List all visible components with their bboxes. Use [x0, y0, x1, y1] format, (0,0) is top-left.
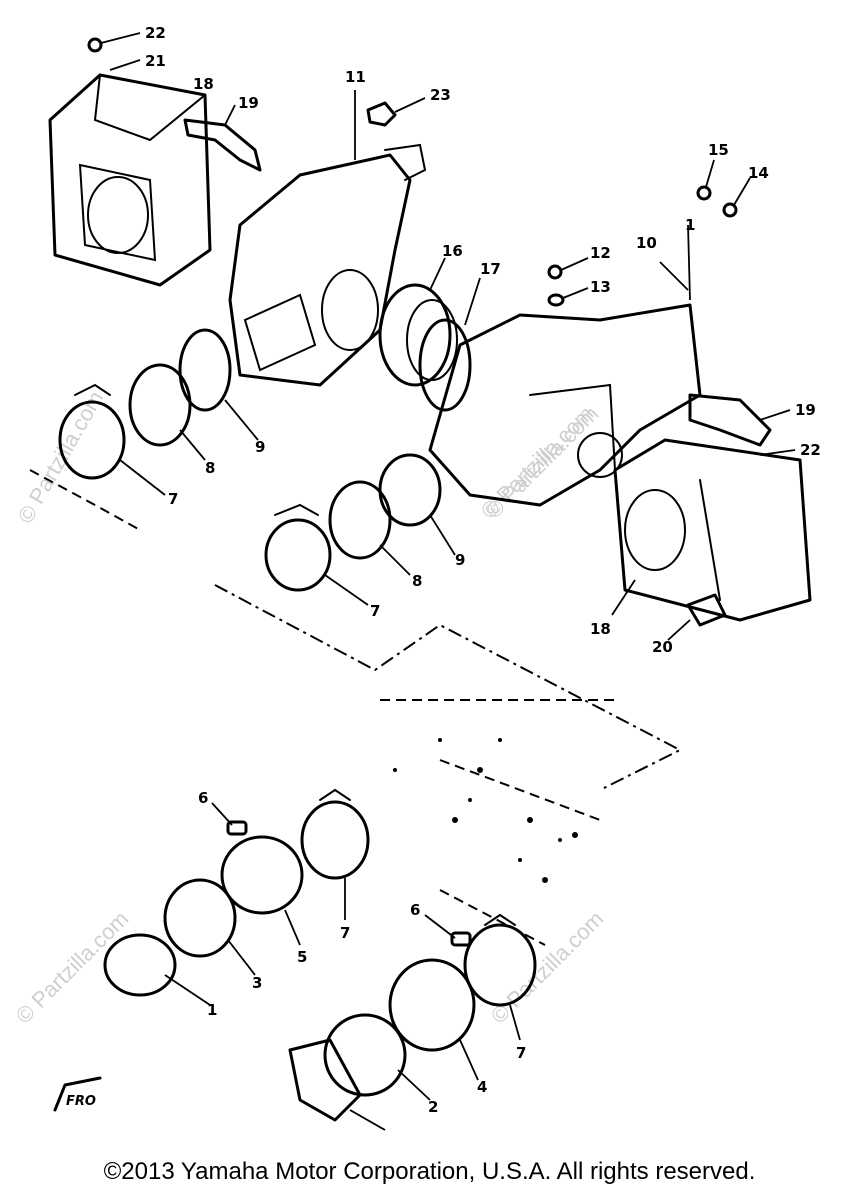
callout-7-lower-right: 7	[516, 1044, 526, 1062]
holder-5	[220, 835, 304, 946]
callout-22-top: 22	[145, 24, 166, 42]
callout-6-right: 6	[410, 901, 420, 919]
bolt-14	[722, 177, 751, 218]
callout-7-left: 7	[168, 490, 178, 508]
bracket-19-right	[688, 393, 772, 447]
ring-9-middle	[378, 453, 456, 556]
callout-19-right: 19	[795, 401, 816, 419]
callout-20: 20	[652, 638, 673, 656]
callout-2: 2	[428, 1098, 438, 1116]
callout-1-left: 1	[207, 1001, 217, 1019]
cover-18-right	[611, 438, 812, 622]
clamp-7-middle	[264, 503, 369, 606]
bolt-12	[547, 257, 589, 280]
callout-7-middle: 7	[370, 602, 380, 620]
bolt-22-top	[87, 32, 141, 53]
watermark-bottom-left: © Partzilla.com	[11, 906, 134, 1029]
callout-8-middle: 8	[412, 572, 422, 590]
callout-labels: 22 21 18 19 11 23 15 14 1 10 16 17 12 13…	[145, 24, 821, 1116]
joint-8-middle	[328, 480, 411, 576]
cover-18-left	[48, 73, 212, 287]
callout-19-top: 19	[238, 94, 259, 112]
holder-4	[388, 958, 479, 1081]
screw-6-right	[424, 914, 472, 947]
callout-8-left: 8	[205, 459, 215, 477]
callout-14: 14	[748, 164, 769, 182]
callout-1-top: 1	[685, 216, 695, 234]
assembly-lines	[29, 469, 683, 946]
screw-6-left	[211, 802, 248, 836]
faded-outline	[393, 738, 578, 883]
bracket-19-upper	[183, 118, 262, 172]
washer-15	[696, 159, 715, 201]
callout-22-right: 22	[800, 441, 821, 459]
front-mark: FRO	[53, 1076, 102, 1112]
clamp-7-upper-left	[58, 383, 166, 496]
callout-16: 16	[442, 242, 463, 260]
joint-8-upper-left	[128, 363, 206, 461]
ring-17	[418, 277, 481, 412]
clamp-7-lower-left	[300, 788, 370, 920]
callout-10: 10	[636, 234, 657, 252]
tab-23	[366, 101, 397, 127]
callout-21: 21	[145, 52, 166, 70]
callout-23: 23	[430, 86, 451, 104]
watermark-left: © Partzilla.com	[13, 387, 109, 528]
callout-3: 3	[252, 974, 262, 992]
callout-5: 5	[297, 948, 307, 966]
clamp-7-lower-right	[463, 913, 537, 1041]
copyright-notice: ©2013 Yamaha Motor Corporation, U.S.A. A…	[103, 1158, 756, 1185]
housing-10	[428, 224, 702, 507]
gasket-1-left	[103, 933, 211, 1006]
spacer-3	[163, 878, 256, 976]
spacer-2	[323, 1013, 431, 1101]
callout-17: 17	[480, 260, 501, 278]
ring-9-upper-left	[178, 328, 259, 441]
seal-16	[378, 257, 458, 387]
callout-13: 13	[590, 278, 611, 296]
callout-9-middle: 9	[455, 551, 465, 569]
callout-4: 4	[477, 1078, 487, 1096]
callout-15: 15	[708, 141, 729, 159]
washer-13	[547, 287, 589, 307]
callout-7-lower-left: 7	[340, 924, 350, 942]
gasket-1-right	[288, 1038, 386, 1131]
callout-9-left: 9	[255, 438, 265, 456]
callout-11: 11	[345, 68, 366, 86]
front-mark-label: FRO	[66, 1094, 96, 1109]
callout-18-right: 18	[590, 620, 611, 638]
callout-18-top: 18	[193, 75, 214, 93]
crankcase-11	[228, 90, 427, 387]
callout-12: 12	[590, 244, 611, 262]
callout-6-left: 6	[198, 789, 208, 807]
bracket-20	[686, 593, 727, 627]
